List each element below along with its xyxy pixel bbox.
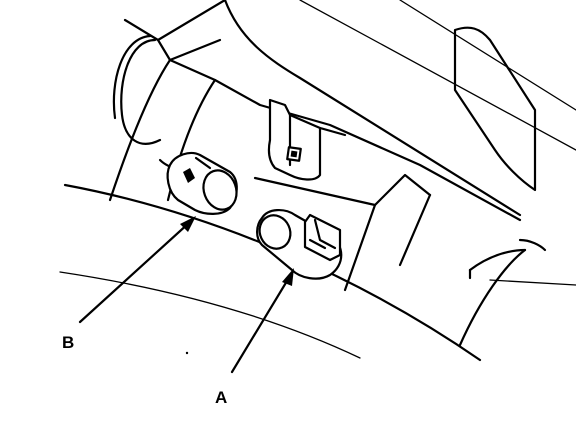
callout-a: A bbox=[215, 388, 227, 407]
latch-bracket bbox=[267, 98, 347, 181]
leader-b-arrowhead bbox=[180, 216, 196, 232]
wiring-harness bbox=[112, 34, 162, 145]
callout-b: B bbox=[62, 333, 74, 352]
right-panel bbox=[458, 238, 576, 347]
leader-arrows bbox=[78, 216, 294, 374]
component-a bbox=[256, 209, 343, 280]
leader-a-arrowhead bbox=[282, 268, 294, 286]
leader-a-line bbox=[230, 274, 292, 374]
component-b bbox=[158, 151, 238, 215]
speck bbox=[185, 351, 189, 355]
floor-shelf bbox=[59, 173, 482, 362]
leader-b-line bbox=[78, 220, 192, 324]
